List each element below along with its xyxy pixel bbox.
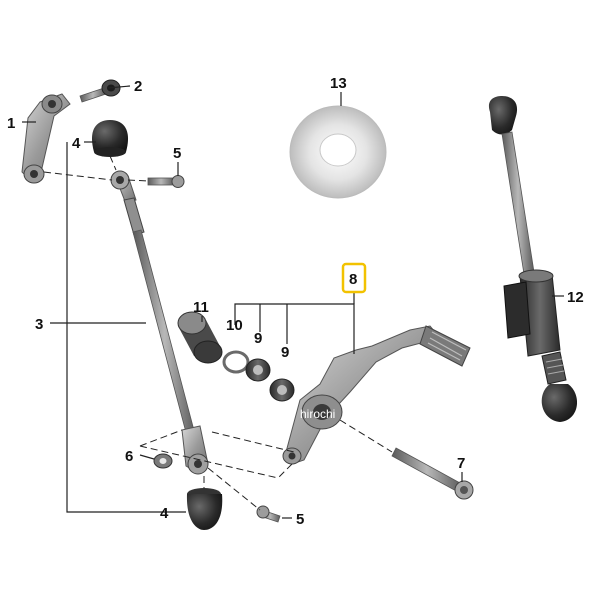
callout-6[interactable]: 6 — [125, 448, 133, 465]
part-3-shift-rod — [110, 170, 209, 475]
callout-5-top[interactable]: 5 — [173, 145, 181, 162]
callout-13[interactable]: 13 — [330, 75, 347, 92]
callout-12[interactable]: 12 — [567, 289, 584, 306]
part-1-upper-lever — [21, 93, 71, 184]
callout-3[interactable]: 3 — [35, 316, 43, 333]
callout-4-top[interactable]: 4 — [72, 135, 81, 152]
part-12-shift-rod-assembly — [488, 96, 578, 422]
part-9-bearing-b — [269, 378, 295, 402]
part-5-bolt-top — [147, 175, 185, 188]
part-11-bushing — [177, 311, 223, 364]
callout-9b[interactable]: 9 — [281, 344, 289, 361]
part-9-bearing-a — [245, 358, 271, 382]
part-7-long-bolt — [391, 447, 474, 500]
part-5-bolt-bottom — [256, 505, 281, 523]
part-8-highlight-box — [341, 262, 367, 294]
callout-4-bottom[interactable]: 4 — [160, 505, 169, 522]
callout-9a[interactable]: 9 — [254, 330, 262, 347]
part-13-washer — [289, 105, 387, 199]
part-8-shift-lever — [282, 325, 471, 465]
part-10-circlip — [222, 350, 250, 374]
part-2-screw — [79, 79, 121, 103]
alignment-lines — [43, 155, 393, 511]
watermark-text: hirochi — [300, 407, 335, 421]
callout-1[interactable]: 1 — [7, 115, 15, 132]
part-6-washer — [153, 453, 173, 469]
part-4-rubber-cap-bottom — [186, 488, 223, 530]
callout-2[interactable]: 2 — [134, 78, 142, 95]
callout-7[interactable]: 7 — [457, 455, 465, 472]
callout-10[interactable]: 10 — [226, 317, 243, 334]
callout-5-bottom[interactable]: 5 — [296, 511, 304, 528]
callout-8[interactable]: 8 — [349, 271, 357, 288]
part-4-rubber-cap-top — [91, 120, 129, 157]
leader-lines — [22, 85, 564, 519]
callout-11[interactable]: 11 — [193, 299, 209, 316]
